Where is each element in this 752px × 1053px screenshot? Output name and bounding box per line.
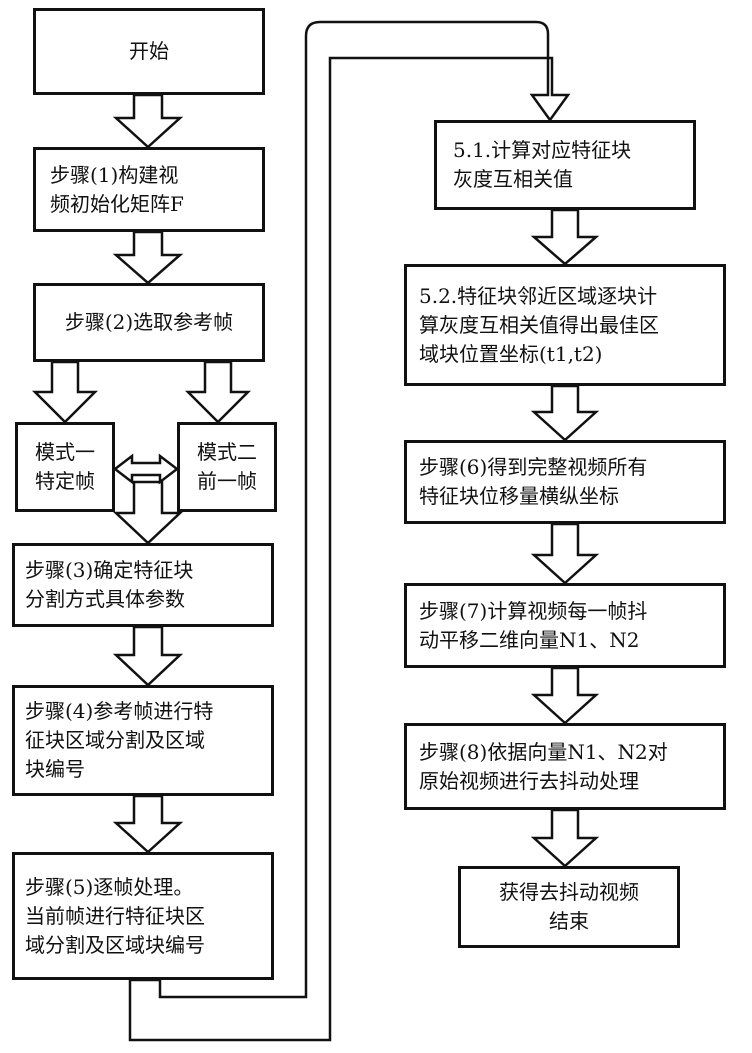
mode1-line-1: 模式一 xyxy=(35,438,95,467)
step1-line-1: 步骤(1)构建视 xyxy=(50,161,254,190)
step3-line-2: 分割方式具体参数 xyxy=(25,585,263,614)
step6-box: 步骤(6)得到完整视频所有 特征块位移量横纵坐标 xyxy=(404,440,726,524)
step7-line-1: 步骤(7)计算视频每一帧抖 xyxy=(419,597,715,626)
arrow-step7-to-step8 xyxy=(534,668,596,723)
arrow-step2-to-mode2 xyxy=(188,362,248,422)
step2-box: 步骤(2)选取参考帧 xyxy=(33,283,265,362)
mode2-line-2: 前一帧 xyxy=(197,467,257,496)
step5-1-line-1: 5.1.计算对应特征块 xyxy=(453,136,685,165)
step8-line-2: 原始视频进行去抖动处理 xyxy=(419,767,715,796)
step5-2-box: 5.2.特征块邻近区域逐块计 算灰度互相关值得出最佳区 域块位置坐标(t1,t2… xyxy=(404,264,726,386)
start-line-1: 开始 xyxy=(129,37,169,66)
step5-2-line-1: 5.2.特征块邻近区域逐块计 xyxy=(419,282,715,311)
mode1-box: 模式一 特定帧 xyxy=(15,422,115,512)
step3-box: 步骤(3)确定特征块 分割方式具体参数 xyxy=(12,543,274,627)
step2-line-1: 步骤(2)选取参考帧 xyxy=(65,308,233,337)
step5-1-line-2: 灰度互相关值 xyxy=(453,165,685,194)
step6-line-2: 特征块位移量横纵坐标 xyxy=(419,482,715,511)
step5-line-2: 当前帧进行特征块区 xyxy=(25,902,263,931)
step1-box: 步骤(1)构建视 频初始化矩阵F xyxy=(33,147,265,232)
step5-line-1: 步骤(5)逐帧处理。 xyxy=(25,873,263,902)
step4-line-1: 步骤(4)参考帧进行特 xyxy=(25,697,263,726)
step1-line-2: 频初始化矩阵F xyxy=(50,190,254,219)
arrow-start-to-step1 xyxy=(116,95,180,147)
step3-line-1: 步骤(3)确定特征块 xyxy=(25,556,263,585)
arrow-step3-to-step4 xyxy=(116,627,180,685)
step5-line-3: 域分割及区域块编号 xyxy=(25,931,263,960)
mode2-line-1: 模式二 xyxy=(197,438,257,467)
step7-line-2: 动平移二维向量N1、N2 xyxy=(419,626,715,655)
step4-line-3: 块编号 xyxy=(25,755,263,784)
step4-line-2: 征块区域分割及区域 xyxy=(25,726,263,755)
step5-box: 步骤(5)逐帧处理。 当前帧进行特征块区 域分割及区域块编号 xyxy=(12,852,274,980)
arrow-step4-to-step5 xyxy=(116,796,180,852)
step4-box: 步骤(4)参考帧进行特 征块区域分割及区域 块编号 xyxy=(12,685,274,796)
start-box: 开始 xyxy=(33,8,265,95)
step8-line-1: 步骤(8)依据向量N1、N2对 xyxy=(419,738,715,767)
arrow-step2-to-mode1 xyxy=(35,362,95,422)
step5-2-line-2: 算灰度互相关值得出最佳区 xyxy=(419,311,715,340)
step6-line-1: 步骤(6)得到完整视频所有 xyxy=(419,453,715,482)
arrow-step1-to-step2 xyxy=(116,232,180,283)
double-arrow-modes xyxy=(115,456,177,482)
step7-box: 步骤(7)计算视频每一帧抖 动平移二维向量N1、N2 xyxy=(404,583,726,668)
mode2-box: 模式二 前一帧 xyxy=(177,422,277,512)
arrow-step8-to-end xyxy=(534,810,596,866)
arrow-mode-to-step3 xyxy=(116,482,180,543)
step5-1-box: 5.1.计算对应特征块 灰度互相关值 xyxy=(434,120,696,210)
end-box: 获得去抖动视频 结束 xyxy=(458,866,680,948)
arrow-step6-to-step7 xyxy=(534,524,596,583)
step8-box: 步骤(8)依据向量N1、N2对 原始视频进行去抖动处理 xyxy=(404,723,726,810)
end-line-2: 结束 xyxy=(549,907,589,936)
arrow-step5-2-to-step6 xyxy=(534,386,596,440)
arrow-step5-1-to-step5-2 xyxy=(534,210,596,264)
mode1-line-2: 特定帧 xyxy=(35,467,95,496)
step5-2-line-3: 域块位置坐标(t1,t2) xyxy=(419,340,715,369)
end-line-1: 获得去抖动视频 xyxy=(499,878,639,907)
